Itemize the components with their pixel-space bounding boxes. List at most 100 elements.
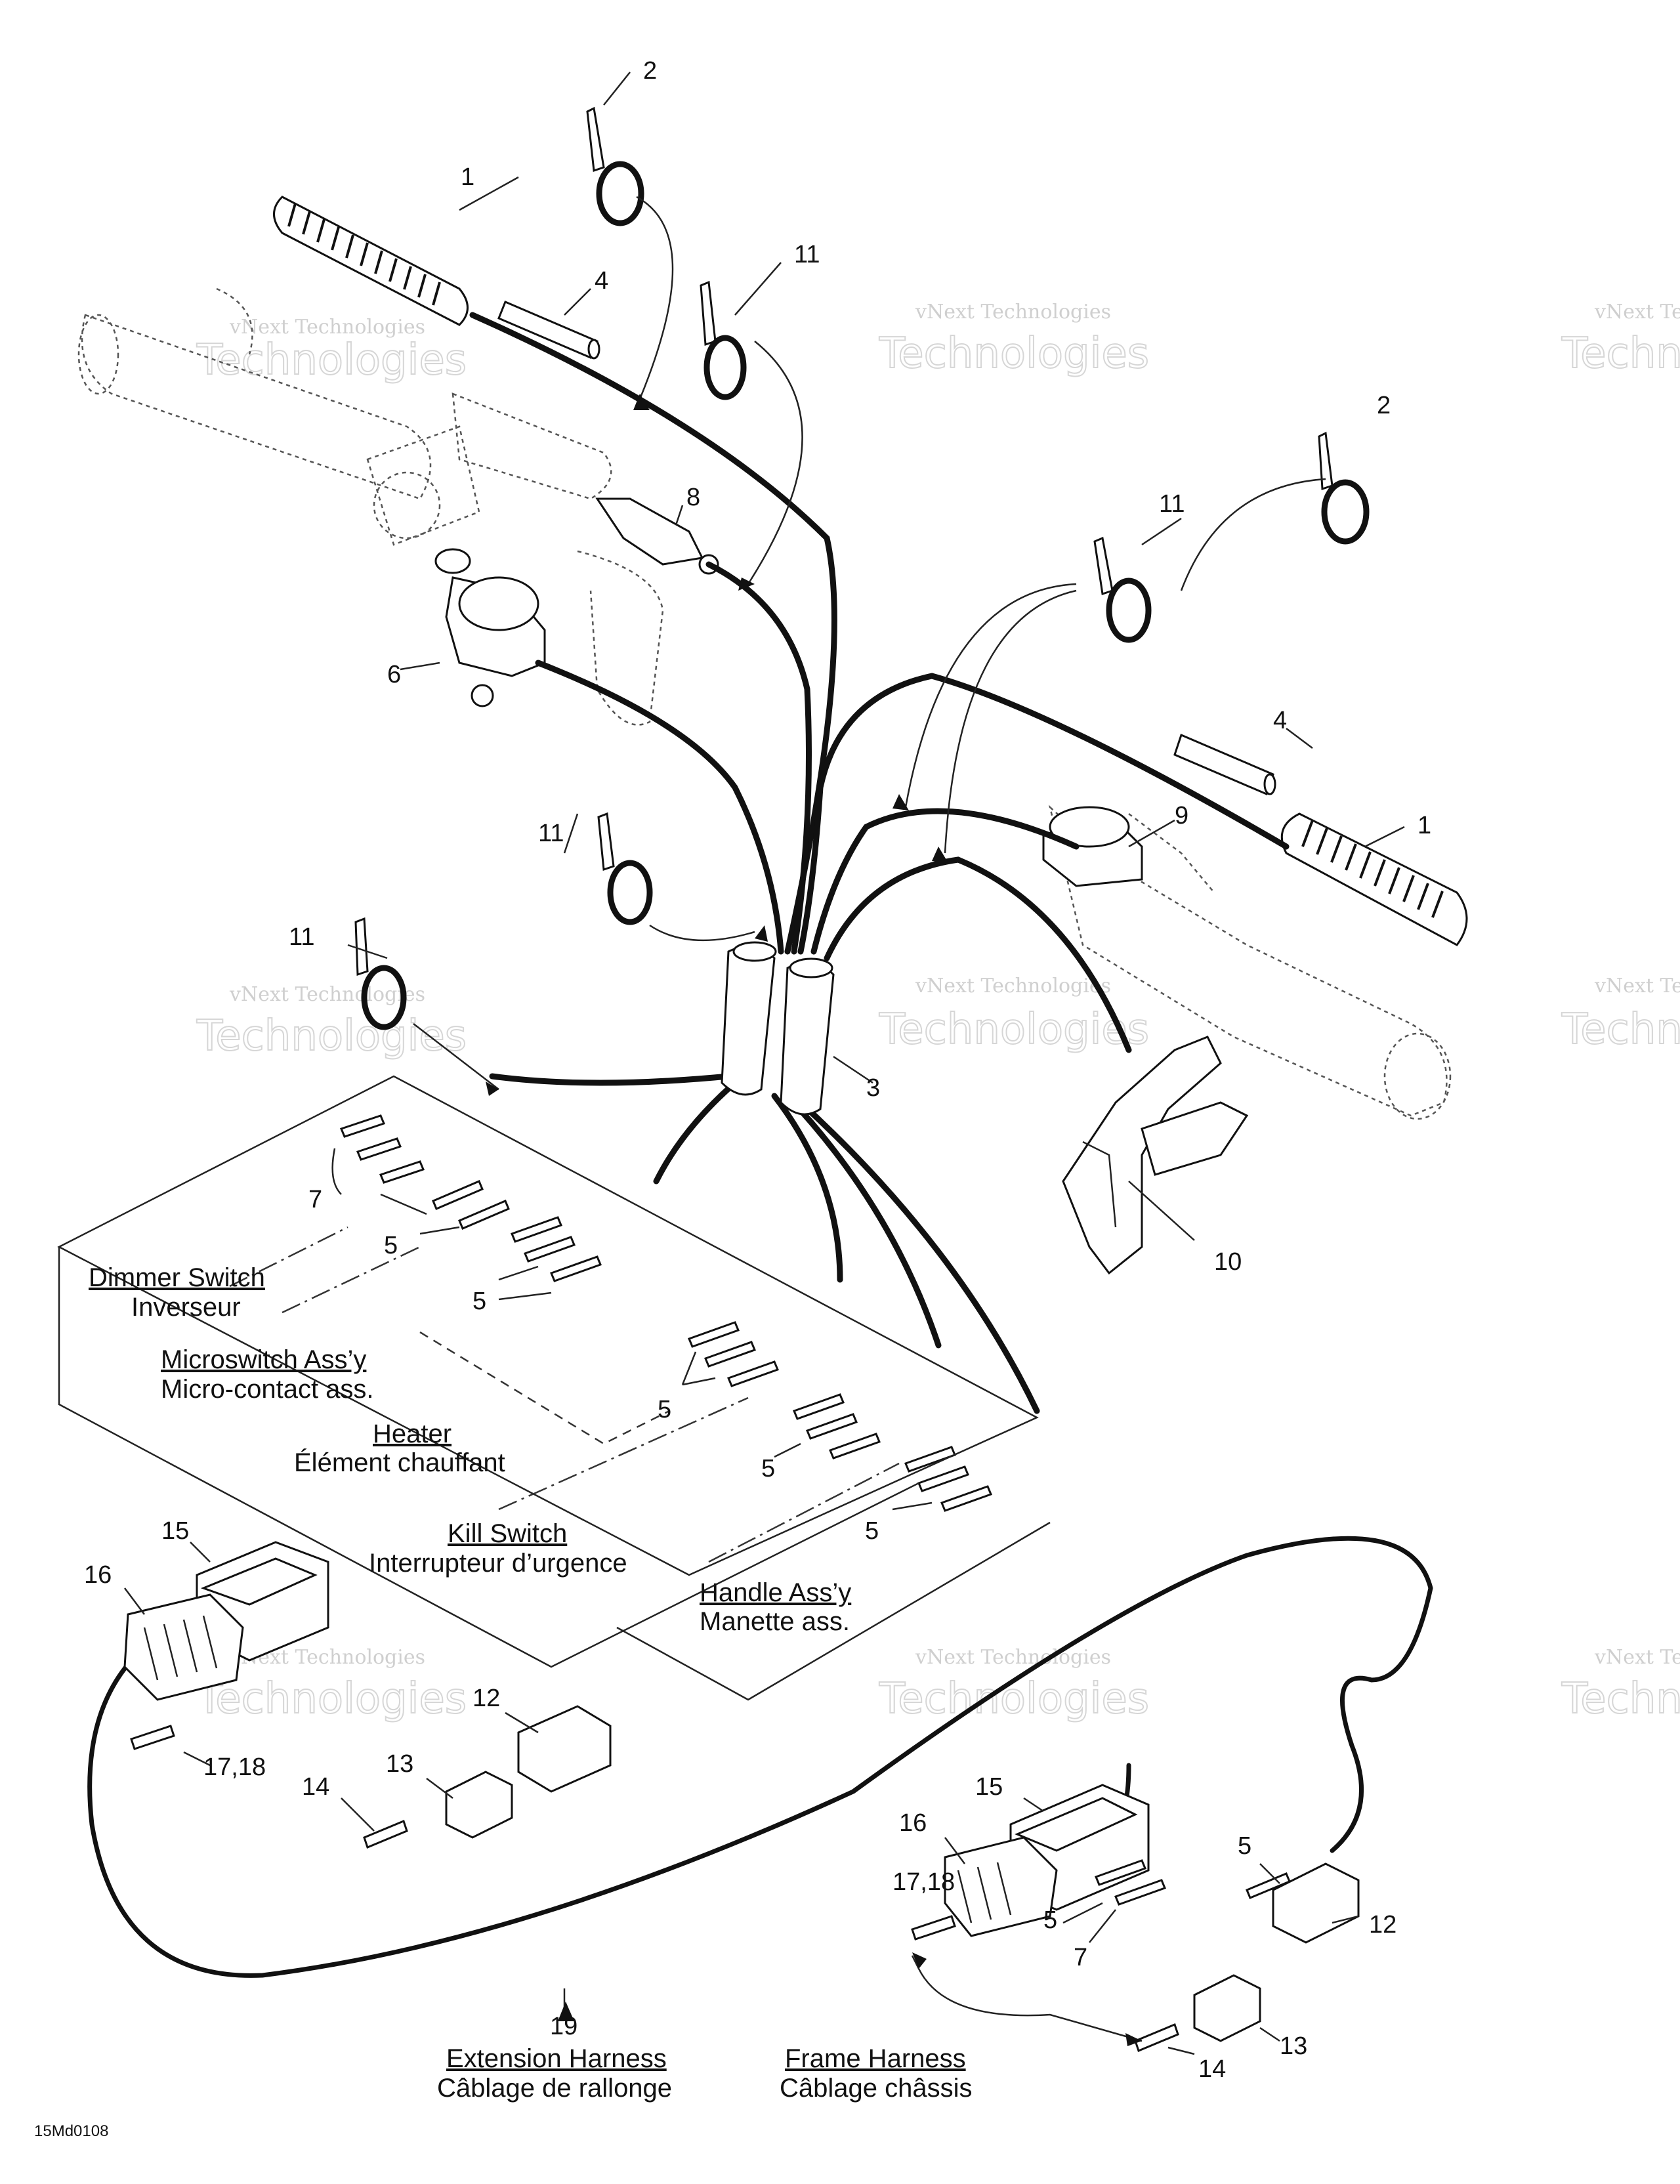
tube-left	[497, 301, 600, 360]
callout-2: 2	[1377, 392, 1391, 419]
pin-14-right	[1134, 2023, 1179, 2053]
callout-15: 15	[161, 1517, 189, 1545]
callout-5: 5	[1043, 1906, 1057, 1934]
sleeve-3	[721, 941, 835, 1116]
callout-5: 5	[472, 1288, 486, 1315]
watermark: vNext Technologies	[229, 316, 425, 339]
connector-13-right	[1193, 1974, 1261, 2042]
tie-11b	[1093, 536, 1152, 643]
watermark: Technologies	[879, 329, 1149, 378]
callout-7: 7	[1074, 1944, 1087, 1971]
terminals-5b	[511, 1216, 602, 1282]
tie-11d	[354, 917, 407, 1030]
watermark: vNext Technologies	[915, 301, 1111, 324]
callout-14: 14	[302, 1773, 329, 1801]
watermark: vNext Technologies	[1594, 301, 1680, 324]
label-microswitch-fr: Micro-contact ass.	[161, 1375, 374, 1404]
exploded-view-outline	[57, 1075, 1051, 1701]
callout-9: 9	[1175, 802, 1188, 830]
dimmer-switch	[1042, 806, 1143, 887]
pin-1718-left	[130, 1725, 175, 1750]
label-microswitch-en: Microswitch Ass’y	[161, 1345, 366, 1374]
label-extension-fr: Câblage de rallonge	[437, 2074, 672, 2103]
terminals-5e	[904, 1446, 992, 1512]
label-kill-fr: Interrupteur d’urgence	[369, 1549, 627, 1578]
pin-1718-right	[911, 1915, 956, 1941]
watermark: Technologies	[879, 1005, 1149, 1054]
leader-lines	[124, 72, 1405, 2055]
watermark: Technologies	[196, 336, 467, 385]
callout-5: 5	[384, 1232, 398, 1259]
label-dimmer-en: Dimmer Switch	[89, 1263, 265, 1292]
terminals-7	[339, 1114, 425, 1184]
component-labels: Dimmer Switch Inverseur Microswitch Ass’…	[34, 1263, 973, 2140]
callout-5: 5	[865, 1517, 879, 1545]
callout-1: 1	[461, 163, 474, 191]
callout-12: 12	[472, 1685, 500, 1712]
callout-13: 13	[1280, 2032, 1307, 2060]
watermark: vNext Technologies	[1594, 1646, 1680, 1669]
watermark: Technologies	[196, 1012, 467, 1060]
callout-19: 19	[550, 2013, 578, 2040]
part-numbers: 1 1 2 2 3 4 4 6 8 9 10 11 11 11 11 7 5 5…	[84, 57, 1431, 2083]
handlebar-right-outline	[1048, 805, 1452, 1120]
callout-7: 7	[308, 1186, 322, 1213]
watermark: vNext Technologies	[229, 983, 425, 1006]
figure-code: 15Md0108	[34, 2122, 108, 2140]
terminals-5-7-right	[1095, 1859, 1291, 1906]
throttle-lever	[1062, 1036, 1249, 1275]
label-handle-en: Handle Ass’y	[700, 1578, 851, 1607]
connector-13-left	[445, 1771, 513, 1839]
callout-14: 14	[1198, 2055, 1226, 2083]
watermark: Technologies	[1561, 1005, 1680, 1054]
grip-left	[273, 196, 469, 326]
label-handle-fr: Manette ass.	[700, 1607, 850, 1636]
callout-4: 4	[595, 267, 608, 295]
tube-right	[1173, 733, 1276, 796]
watermark: Technologies	[1561, 1675, 1680, 1723]
watermarks: Technologies vNext Technologies Technolo…	[196, 301, 1680, 1724]
callout-11: 11	[1159, 490, 1185, 518]
callout-11: 11	[538, 820, 564, 847]
watermark: Technologies	[196, 1675, 467, 1723]
callout-4: 4	[1273, 707, 1287, 734]
harness-wires	[469, 312, 1290, 1414]
tie-11a	[700, 280, 747, 400]
callout-8: 8	[686, 484, 700, 511]
callout-17-18: 17,18	[203, 1754, 266, 1781]
housing-16-left	[123, 1593, 244, 1701]
callout-2: 2	[643, 57, 657, 85]
label-kill-en: Kill Switch	[448, 1519, 567, 1548]
housing-16-right	[944, 1836, 1058, 1937]
label-frame-fr: Câblage châssis	[780, 2074, 973, 2103]
kill-switch	[434, 548, 546, 707]
label-heater-fr: Élément chauffant	[294, 1448, 505, 1477]
callout-17-18: 17,18	[892, 1868, 955, 1896]
tie-11c	[597, 812, 653, 925]
callout-10: 10	[1214, 1248, 1242, 1276]
tie-2-top-left	[586, 106, 644, 226]
callout-11: 11	[794, 241, 820, 268]
watermark: Technologies	[1561, 329, 1680, 378]
label-extension-en: Extension Harness	[446, 2044, 667, 2073]
label-frame-en: Frame Harness	[785, 2044, 966, 2073]
watermark: vNext Technologies	[1594, 975, 1680, 998]
callout-11: 11	[289, 923, 314, 951]
tie-2-top-right	[1318, 431, 1370, 545]
arrowheads	[486, 394, 1142, 2046]
label-dimmer-fr: Inverseur	[131, 1293, 241, 1322]
callout-1: 1	[1418, 812, 1431, 839]
terminals-5a	[432, 1180, 510, 1230]
label-heater-en: Heater	[373, 1419, 452, 1448]
callout-5: 5	[761, 1455, 775, 1482]
pin-14-left	[363, 1819, 408, 1849]
callout-16: 16	[84, 1561, 112, 1589]
callout-5: 5	[1238, 1832, 1251, 1860]
callout-15: 15	[975, 1773, 1003, 1801]
grip-right	[1280, 812, 1468, 946]
handlebar-left-outline	[77, 287, 664, 726]
callout-3: 3	[866, 1074, 880, 1102]
callout-16: 16	[899, 1809, 927, 1837]
watermark: vNext Technologies	[915, 1646, 1111, 1669]
